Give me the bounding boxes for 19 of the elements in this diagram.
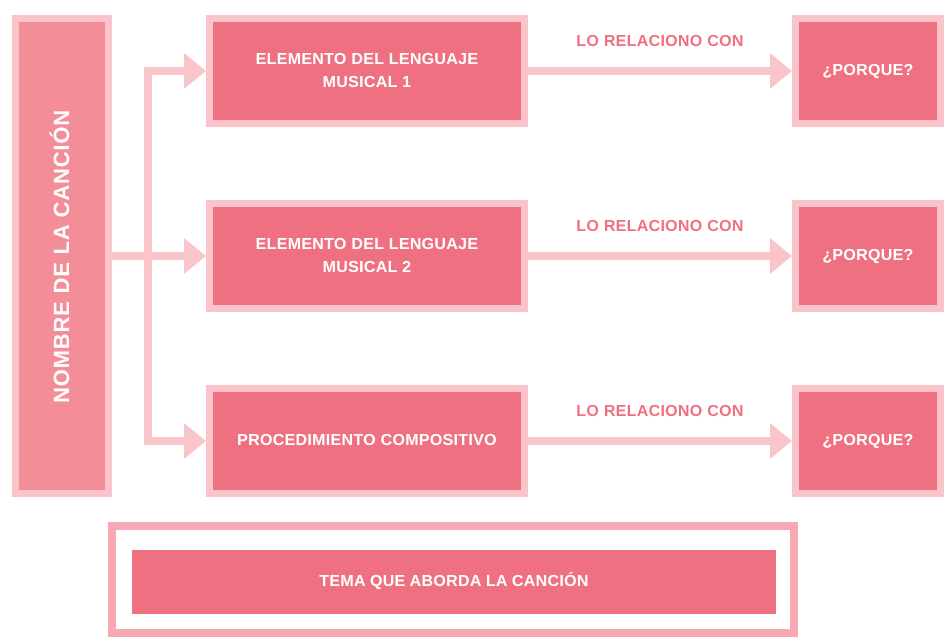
process-box bbox=[792, 385, 944, 497]
process-box bbox=[792, 200, 944, 312]
process-box bbox=[206, 385, 528, 497]
process-box bbox=[206, 200, 528, 312]
process-box bbox=[132, 550, 776, 614]
box-text: ELEMENTO DEL LENGUAJE MUSICAL 1 bbox=[254, 50, 480, 93]
arrow bbox=[528, 53, 792, 89]
process-box bbox=[792, 15, 944, 127]
box-text: ¿PORQUE? bbox=[821, 61, 915, 82]
box-text: PROCEDIMIENTO COMPOSITIVO bbox=[236, 431, 498, 452]
process-box bbox=[12, 15, 112, 497]
box-text: ELEMENTO DEL LENGUAJE MUSICAL 2 bbox=[254, 234, 480, 278]
arrow bbox=[528, 238, 792, 274]
box-text: TEMA QUE ABORDA LA CANCIÓN bbox=[318, 570, 590, 592]
box-text: ¿PORQUE? bbox=[821, 246, 915, 266]
process-box bbox=[206, 15, 528, 127]
box-text: NOMBRE DE LA CANCIÓN bbox=[48, 109, 76, 403]
arrow bbox=[528, 423, 792, 459]
box-text: ¿PORQUE? bbox=[821, 431, 915, 452]
